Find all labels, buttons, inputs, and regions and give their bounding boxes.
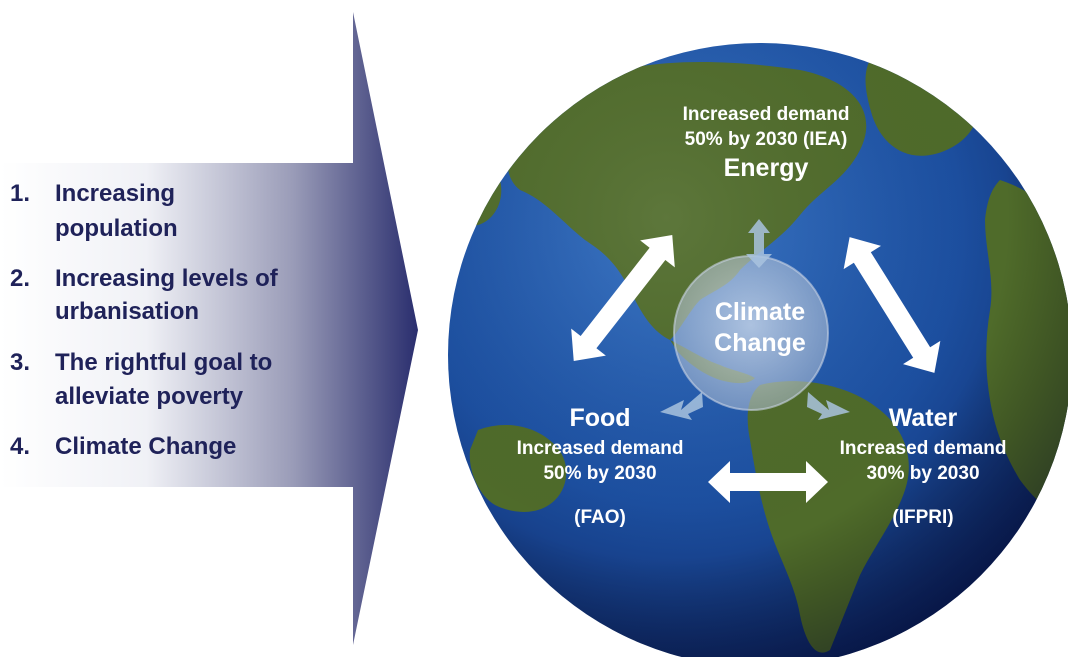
climate-line-1: Climate xyxy=(715,298,805,326)
energy-title: Energy xyxy=(724,154,809,182)
driver-arrow-shape xyxy=(0,12,418,645)
earth-globe xyxy=(448,43,1068,657)
climate-to-energy-arrow xyxy=(746,219,772,268)
food-detail-text: 50% by 2030 xyxy=(543,463,656,484)
driver-3-number: 3. xyxy=(10,349,30,376)
food-source-text: (FAO) xyxy=(574,507,626,528)
water-detail-text: 30% by 2030 xyxy=(866,463,979,484)
energy-detail-text: 50% by 2030 (IEA) xyxy=(685,129,848,150)
water-title: Water xyxy=(889,404,958,432)
drivers-list: 1. Increasing population 2. Increasing l… xyxy=(10,180,279,460)
driver-4-number: 4. xyxy=(10,433,30,460)
driver-3-line-2: alleviate poverty xyxy=(55,383,244,410)
driver-1-line-2: population xyxy=(55,215,178,242)
energy-food-double-arrow xyxy=(571,234,675,362)
climate-to-water-arrow xyxy=(807,392,850,420)
driver-item-4: 4. Climate Change xyxy=(10,433,236,460)
energy-label-group: Increased demand 50% by 2030 (IEA) Energ… xyxy=(683,104,850,182)
driver-1-number: 1. xyxy=(10,180,30,207)
energy-demand-text: Increased demand xyxy=(683,104,850,125)
driver-2-number: 2. xyxy=(10,265,30,292)
water-source-text: (IFPRI) xyxy=(892,507,953,528)
food-water-double-arrow xyxy=(708,461,828,503)
water-label-group: Water Increased demand 30% by 2030 (IFPR… xyxy=(840,404,1007,528)
driver-item-3: 3. The rightful goal to alleviate povert… xyxy=(10,349,272,410)
driver-item-1: 1. Increasing population xyxy=(10,180,178,242)
climate-to-food-arrow xyxy=(660,392,703,420)
driver-4-line-1: Climate Change xyxy=(55,433,236,460)
climate-label-group: Climate Change xyxy=(714,298,806,357)
driver-2-line-2: urbanisation xyxy=(55,298,199,325)
energy-water-double-arrow xyxy=(843,237,941,373)
driver-2-line-1: Increasing levels of xyxy=(55,265,279,292)
food-label-group: Food Increased demand 50% by 2030 (FAO) xyxy=(517,404,684,528)
driver-1-line-1: Increasing xyxy=(55,180,175,207)
water-demand-text: Increased demand xyxy=(840,438,1007,459)
climate-line-2: Change xyxy=(714,329,806,357)
food-demand-text: Increased demand xyxy=(517,438,684,459)
driver-3-line-1: The rightful goal to xyxy=(55,349,272,376)
food-title: Food xyxy=(569,404,630,432)
driver-item-2: 2. Increasing levels of urbanisation xyxy=(10,265,279,325)
